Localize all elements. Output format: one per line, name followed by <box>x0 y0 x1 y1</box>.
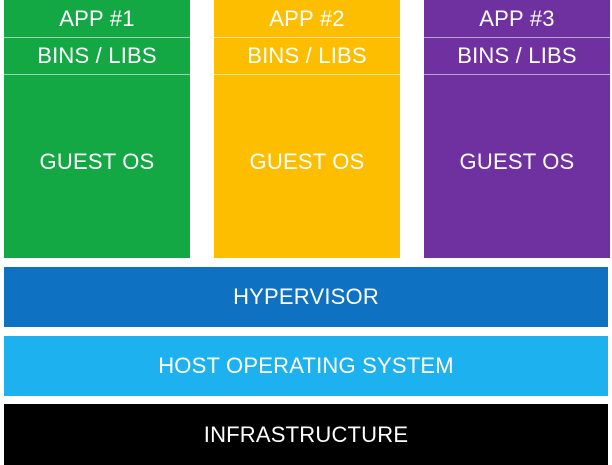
guest-os-2-block: GUEST OS <box>249 148 365 174</box>
app-2-block: APP #2 <box>214 0 400 38</box>
app-1-block: APP #1 <box>4 0 190 38</box>
guest-os-3-block: GUEST OS <box>459 148 575 174</box>
guest-os-1-block: GUEST OS <box>39 148 155 174</box>
app-3-block: APP #3 <box>424 0 610 38</box>
infrastructure-layer: INFRASTRUCTURE <box>4 404 608 465</box>
hypervisor-layer: HYPERVISOR <box>4 267 608 327</box>
bins-libs-3-block: BINS / LIBS <box>424 38 610 75</box>
vm-stack-2: APP #2 BINS / LIBS GUEST OS <box>214 0 400 258</box>
vm-stack-1: APP #1 BINS / LIBS GUEST OS <box>4 0 190 258</box>
bins-libs-2-block: BINS / LIBS <box>214 38 400 75</box>
vm-stack-3: APP #3 BINS / LIBS GUEST OS <box>424 0 610 258</box>
host-os-layer: HOST OPERATING SYSTEM <box>4 336 608 396</box>
bins-libs-1-block: BINS / LIBS <box>4 38 190 75</box>
